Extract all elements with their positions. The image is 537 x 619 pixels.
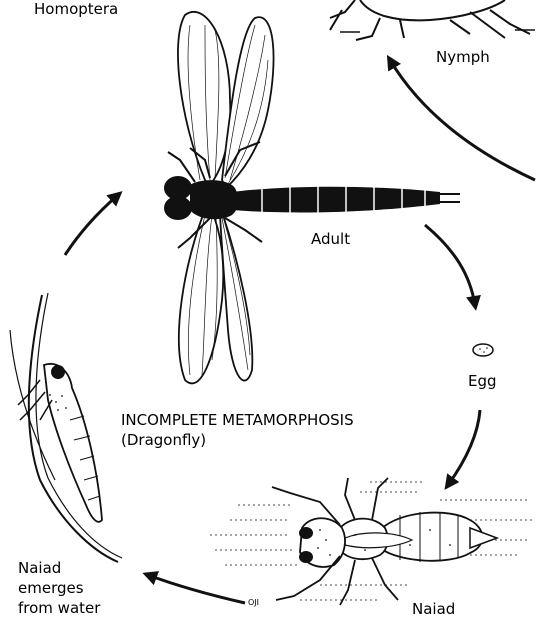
egg-illustration [473, 344, 493, 356]
title-line-2: (Dragonfly) [121, 430, 354, 450]
emerges-line-1: Naiad [18, 558, 100, 578]
emerges-line-3: from water [18, 598, 100, 618]
arrow-adult-to-egg [425, 225, 475, 305]
arrow-naiad-to-emergence [148, 575, 245, 603]
adult-dragonfly-illustration [164, 12, 460, 384]
label-egg: Egg [468, 372, 497, 391]
naiad-illustration [210, 478, 535, 605]
arrow-emergence-to-adult [65, 195, 118, 255]
label-naiad: Naiad [412, 600, 455, 619]
label-homoptera: Homoptera [34, 0, 118, 19]
diagram-title: INCOMPLETE METAMORPHOSIS (Dragonfly) [121, 410, 354, 450]
emerges-line-2: emerges [18, 578, 100, 598]
arrow-to-nymph [390, 60, 535, 180]
arrow-egg-to-naiad [448, 410, 480, 485]
label-adult: Adult [311, 230, 350, 249]
label-nymph: Nymph [436, 48, 490, 67]
label-naiad-emerges: Naiad emerges from water [18, 558, 100, 618]
title-line-1: INCOMPLETE METAMORPHOSIS [121, 410, 354, 430]
small-mark: OJI [248, 598, 259, 608]
nymph-illustration [330, 0, 535, 40]
emerging-naiad-illustration [10, 293, 122, 562]
